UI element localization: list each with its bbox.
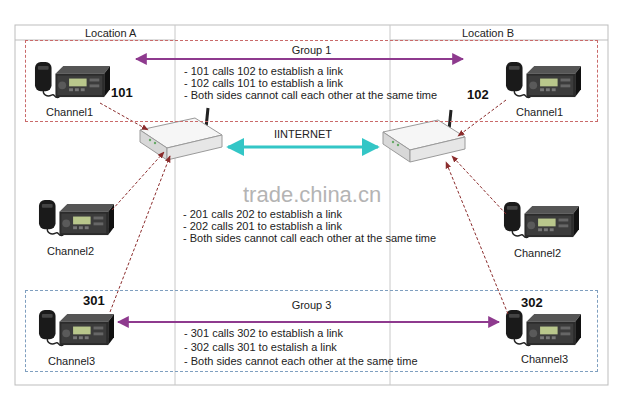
location-divider: [390, 25, 391, 385]
watermark: trade.china.cn: [243, 183, 381, 207]
radio-icon: [35, 62, 110, 97]
group-title: Group 3: [26, 299, 597, 312]
location-label: Location A: [85, 27, 136, 40]
note-text: - 302 calls 301 to estalish a link: [184, 341, 337, 354]
radio-icon: [506, 310, 581, 345]
callout-number: 302: [521, 295, 543, 310]
group-box: Group 3 - 301 calls 302 to establish a li…: [25, 290, 598, 372]
radio-node: 101Channel1: [35, 57, 136, 121]
radio-node: Channel2: [33, 195, 123, 260]
callout-number: 301: [83, 293, 105, 308]
gateway-device: [383, 110, 465, 162]
channel-label: Channel3: [521, 353, 568, 366]
callout-number: 102: [467, 87, 489, 102]
outer-frame: [15, 25, 608, 385]
link-arrow: [118, 321, 499, 323]
link-arrow: [136, 58, 463, 60]
radio-icon: [504, 202, 579, 237]
channel-label: Channel2: [514, 247, 561, 260]
note-text: - 101 calls 102 to establish a link: [184, 65, 343, 78]
group-title: Group 1: [26, 44, 597, 57]
note-text: - 301 calls 302 to establish a link: [184, 327, 343, 340]
group-box: Group 1 - 101 calls 102 to establish a li…: [25, 40, 598, 122]
radio-icon: [39, 310, 114, 345]
note-text: - 102 calls 101 to establish a link: [184, 77, 343, 90]
radio-node: 302Channel3: [499, 292, 591, 372]
location-label: Location B: [462, 27, 514, 40]
radio-node: 102Channel1: [463, 57, 593, 121]
channel-label: Channel2: [47, 245, 94, 258]
note-text: - Both sides cannot each other at the sa…: [184, 355, 418, 368]
radio-icon: [39, 200, 114, 235]
channel-label: Channel1: [46, 106, 93, 119]
radio-node: 301Channel3: [36, 292, 118, 372]
internet-arrow: [228, 146, 378, 149]
note-text: - Both sides cannot call each other at t…: [184, 89, 437, 102]
location-divider: [175, 25, 176, 385]
radio-icon: [506, 62, 581, 97]
note-text: - Both sides cannot call each other at t…: [183, 232, 436, 245]
note-text: - 202 calls 201 to establish a link: [183, 220, 342, 233]
channel-label: Channel3: [48, 355, 95, 368]
gateway-device: [140, 108, 222, 160]
channel-label: Channel1: [516, 106, 563, 119]
radio-node: Channel2: [495, 195, 590, 263]
radio-wires: [100, 100, 508, 314]
note-text: - 201 calls 202 to establish a link: [183, 208, 342, 221]
network-label: IINTERNET: [274, 128, 332, 141]
callout-number: 101: [111, 85, 133, 100]
